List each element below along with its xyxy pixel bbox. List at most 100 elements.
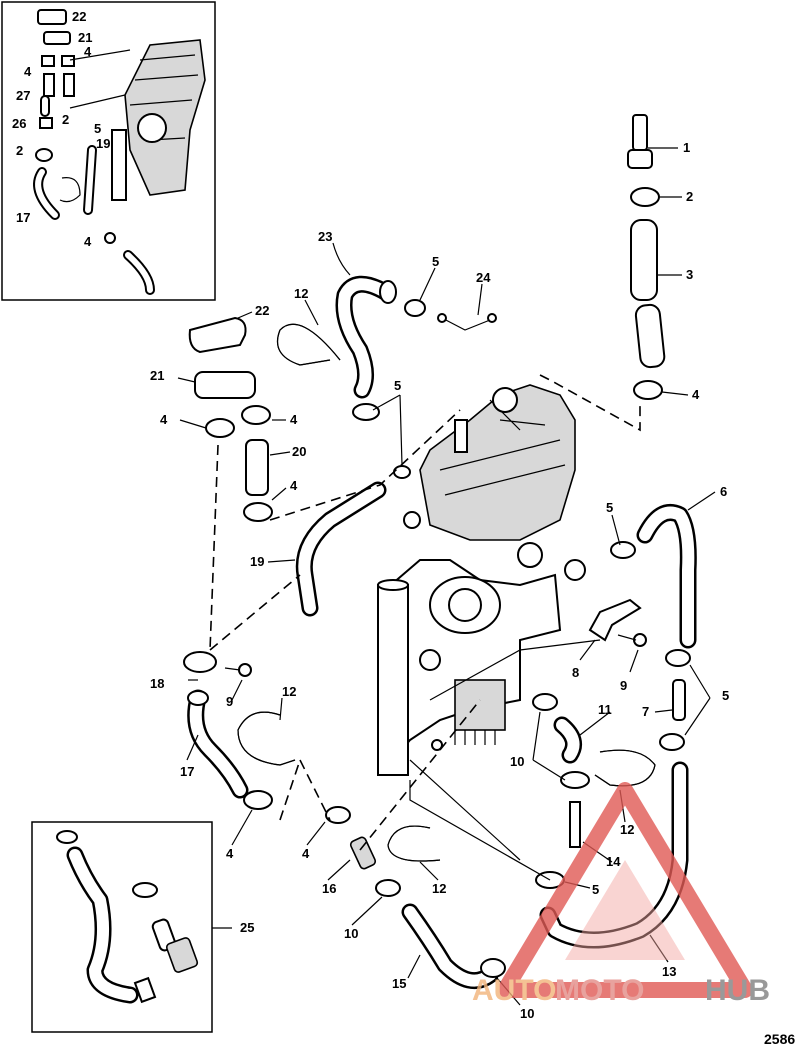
left-lower-parts: [183, 651, 296, 810]
clamp-4-b: [241, 405, 271, 425]
callout-15: 15: [392, 976, 406, 991]
inset-callout-19: 19: [96, 136, 110, 151]
callout-5-mid: 5: [394, 378, 401, 393]
callout-10-bottom: 10: [344, 926, 358, 941]
clamp-10-bottom: [375, 879, 401, 897]
inset-callout-27: 27: [16, 88, 30, 103]
callout-5-far-right: 5: [722, 688, 729, 703]
fitting-14: [569, 801, 581, 848]
callout-8: 8: [572, 665, 579, 680]
callout-20: 20: [292, 444, 306, 459]
callout-4-mid: 4: [290, 412, 298, 427]
callout-1: 1: [683, 140, 690, 155]
engine-body: [377, 384, 586, 776]
callout-10-lower: 10: [520, 1006, 534, 1021]
hose-20: [245, 439, 269, 496]
cap-22: [188, 316, 247, 354]
callout-10-right: 10: [510, 754, 524, 769]
clamp-5-top: [352, 403, 380, 421]
callout-3: 3: [686, 267, 693, 282]
inset-callout-4c: 4: [84, 234, 92, 249]
clamp-4-bottom: [325, 806, 351, 824]
watermark-triangle-icon: [497, 782, 753, 998]
callout-12-left: 12: [282, 684, 296, 699]
tee-21: [194, 371, 256, 399]
right-stack: [627, 114, 666, 400]
clamp-4-right: [633, 380, 663, 400]
routing-lines: [209, 374, 641, 881]
callout-9-left: 9: [226, 694, 233, 709]
fitting-7: [659, 649, 691, 751]
hose-6: [610, 504, 697, 649]
fitting-top: [454, 419, 468, 453]
clamp-10-right: [560, 771, 590, 789]
callout-9-right: 9: [620, 678, 627, 693]
callout-19: 19: [250, 554, 264, 569]
hose-19: [295, 481, 387, 617]
inset-overview: 22 21 4 4 27 26 2 2 5 19 17 4: [1, 1, 216, 301]
callout-2: 2: [686, 189, 693, 204]
inset-callouts: 22 21 4 4 27 26 2 2 5 19 17 4: [12, 9, 110, 249]
callout-4-c: 4: [290, 478, 298, 493]
watermark-logo: AUTO MOTO HUB: [472, 782, 770, 1007]
callout-12-top: 12: [294, 286, 308, 301]
hose-3-lower: [634, 303, 666, 369]
callout-22: 22: [255, 303, 269, 318]
callout-4-bottom: 4: [302, 846, 310, 861]
vapor-cylinder: [377, 584, 409, 776]
callout-5-bottom: 5: [592, 882, 599, 897]
callout-21: 21: [150, 368, 164, 383]
leader-lines: [177, 147, 716, 1006]
callout-5-top: 5: [432, 254, 439, 269]
inset-callout-17: 17: [16, 210, 30, 225]
clamp-4-low: [243, 790, 273, 810]
callout-25: 25: [240, 920, 254, 935]
callout-numbers: 1 2 3 4 23 5 24 12 22 21 4 4 5 20 4 19 6…: [150, 140, 729, 1021]
left-upper-parts: [188, 316, 273, 522]
inset-callout-21: 21: [78, 30, 92, 45]
callout-5-right: 5: [606, 500, 613, 515]
callout-4-low: 4: [226, 846, 234, 861]
watermark-text-hub: HUB: [705, 974, 770, 1007]
fitting-1: [632, 114, 648, 151]
clamp-18: [183, 651, 217, 673]
callout-16: 16: [322, 881, 336, 896]
watermark-text-moto: MOTO: [555, 974, 644, 1007]
callout-4-right: 4: [692, 387, 700, 402]
inset-callout-2a: 2: [62, 112, 69, 127]
callout-13: 13: [662, 964, 676, 979]
callout-6: 6: [720, 484, 727, 499]
callout-11: 11: [598, 702, 612, 717]
inset-callout-5: 5: [94, 121, 101, 136]
inset-item-25: 25: [31, 821, 254, 1033]
clamp-10-lower: [480, 958, 506, 978]
inset-callout-4a: 4: [84, 44, 92, 59]
inset-callout-2b: 2: [16, 143, 23, 158]
filter-16: [349, 836, 377, 870]
clamp-2: [630, 187, 660, 207]
document-number: 2586: [764, 1031, 795, 1047]
watermark-text-auto: AUTO: [472, 974, 556, 1007]
callout-12-right: 12: [620, 822, 634, 837]
clamp-5-right: [610, 541, 636, 559]
callout-14: 14: [606, 854, 621, 869]
callout-23: 23: [318, 229, 332, 244]
carb-housing: [384, 559, 562, 773]
inset-callout-26: 26: [12, 116, 26, 131]
clip-12-top: [276, 323, 341, 366]
inset-engine-block: [111, 39, 206, 201]
callout-18: 18: [150, 676, 164, 691]
callout-7: 7: [642, 704, 649, 719]
inset-callout-4b: 4: [24, 64, 32, 79]
callout-4-left: 4: [160, 412, 168, 427]
callout-24: 24: [476, 270, 491, 285]
clamp-5-upper: [404, 299, 426, 317]
bracket-8: [588, 598, 647, 647]
bottom-parts: [325, 806, 506, 990]
inset-cylinder: [111, 129, 127, 201]
clamp-4-a: [205, 418, 235, 438]
clamp-4-c: [243, 502, 273, 522]
hose-3-upper: [630, 219, 658, 301]
inset-hoses: [33, 9, 155, 295]
